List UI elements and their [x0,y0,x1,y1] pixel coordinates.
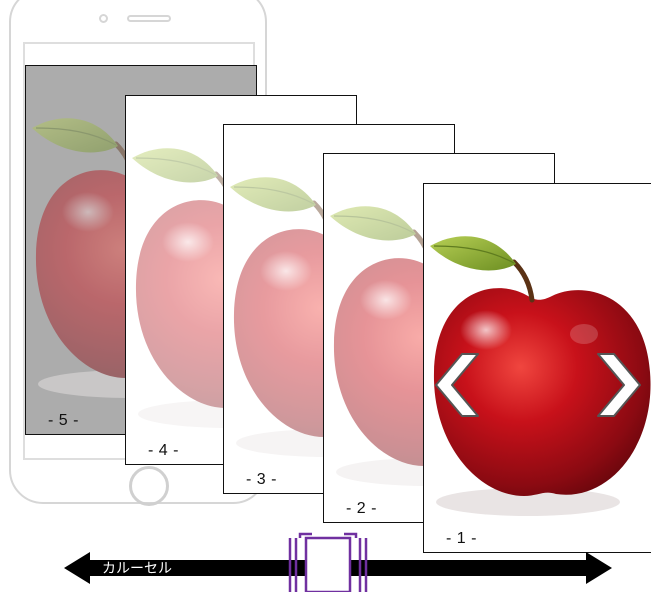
phone-camera-icon [99,14,108,23]
chevron-left-icon[interactable] [432,350,480,420]
slider-handle-icon[interactable] [288,532,368,592]
phone-home-button-icon [129,466,169,506]
card-label: - 2 - [346,500,377,517]
card-label: - 4 - [148,442,179,459]
carousel-axis [64,532,612,592]
card-label: - 5 - [48,412,79,429]
chevron-right-icon[interactable] [596,350,644,420]
card-label: - 1 - [446,530,477,547]
carousel-axis-label: カルーセル [102,560,172,576]
card-label: - 3 - [246,471,277,488]
phone-speaker-icon [127,15,171,22]
